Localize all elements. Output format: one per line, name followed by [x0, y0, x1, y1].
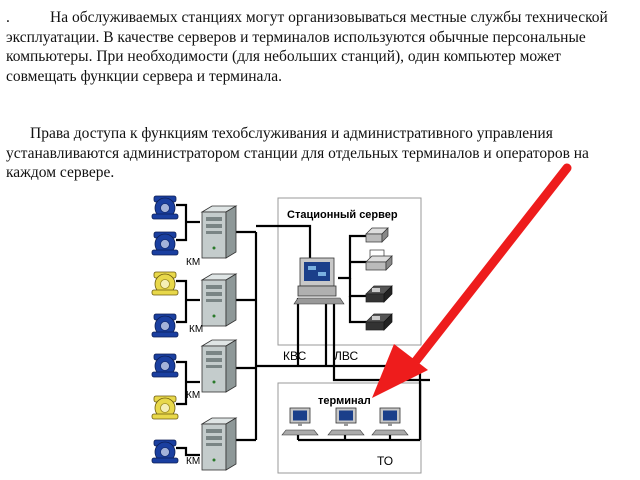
desktop-computer-icon	[293, 257, 345, 305]
server-tower-icon	[201, 273, 237, 327]
paragraph-1-text: На обслуживаемых станциях могут организо…	[6, 9, 608, 85]
telephone-icon	[151, 195, 179, 220]
km-label: КМ	[189, 324, 203, 335]
printer-icon	[365, 227, 389, 243]
server-tower-icon	[201, 417, 237, 471]
printer-icon	[365, 249, 393, 271]
telephone-icon	[151, 439, 179, 464]
lvs-label: ЛВС	[334, 349, 358, 363]
km-label: КМ	[186, 257, 200, 268]
telephone-icon	[151, 395, 179, 420]
server-box-title: Стационный сервер	[287, 209, 398, 221]
server-tower-icon	[201, 205, 237, 259]
fax-icon	[365, 313, 393, 331]
telephone-icon	[151, 231, 179, 256]
telephone-icon	[151, 313, 179, 338]
telephone-icon	[151, 271, 179, 296]
km-label: КМ	[186, 390, 200, 401]
kvs-label: КВС	[283, 349, 307, 363]
terminal-box-title: терминал	[318, 395, 371, 407]
to-label: ТО	[377, 454, 393, 468]
paragraph-1-bullet: .	[6, 9, 10, 26]
telephone-icon	[151, 353, 179, 378]
connection-lines	[176, 203, 430, 457]
km-label: КМ	[186, 456, 200, 467]
paragraph-2: Права доступа к функциям техобслуживания…	[6, 125, 589, 181]
server-tower-icon	[201, 339, 237, 393]
red-arrow	[372, 163, 572, 398]
fax-icon	[365, 285, 393, 303]
terminal-box	[277, 382, 422, 474]
paragraph-1: .На обслуживаемых станциях могут организ…	[6, 8, 626, 86]
